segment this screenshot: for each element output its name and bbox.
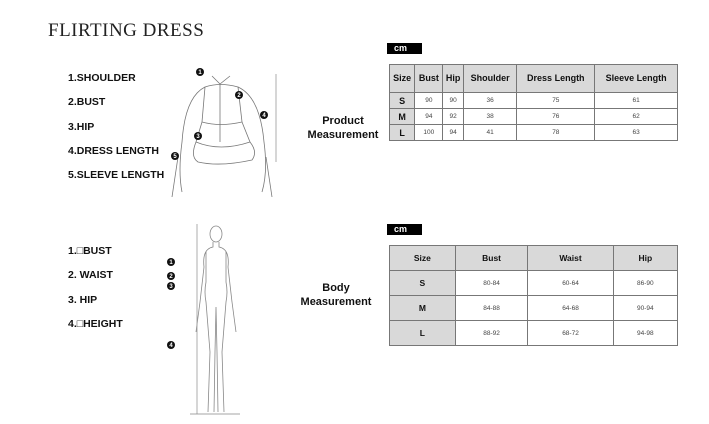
size-cell: M [389, 295, 456, 321]
cell: 78 [516, 124, 596, 141]
marker-3: 3 [196, 134, 200, 140]
list-item: 4.DRESS LENGTH [68, 144, 160, 157]
list-item: 2. WAIST [68, 269, 113, 282]
cell: 94 [414, 108, 444, 125]
col-header: Waist [527, 245, 614, 271]
list-item: 1.SHOULDER [68, 72, 136, 84]
cell: 94-98 [612, 320, 679, 346]
body-measurement-label: Body Measurement [291, 281, 381, 309]
cell: 90 [442, 92, 464, 109]
size-cell: S [389, 270, 456, 296]
cell: 63 [594, 124, 678, 141]
col-header: Shoulder [462, 64, 518, 93]
col-header: Bust [414, 64, 444, 93]
marker-2: 2 [169, 274, 173, 280]
col-header: Hip [442, 64, 464, 93]
list-item: 1.□BUST [68, 245, 112, 257]
list-item: 4.□HEIGHT [68, 317, 123, 330]
size-cell: S [388, 92, 416, 109]
col-header: Bust [454, 245, 529, 271]
cell: 84-88 [454, 295, 529, 321]
cell: 100 [414, 124, 444, 141]
list-item: 3. HIP [68, 293, 98, 306]
col-header: Size [389, 245, 456, 271]
marker-4: 4 [169, 343, 173, 349]
cell: 88-92 [454, 320, 529, 346]
unit-badge: cm [387, 43, 422, 54]
product-measure-list: 1.SHOULDER 2.BUST 3.HIP 4.DRESS LENGTH 5… [68, 66, 164, 187]
marker-3: 3 [169, 284, 173, 290]
dress-illustration: 1 2 3 4 5 [171, 68, 277, 198]
marker-4: 4 [262, 113, 266, 119]
size-cell: L [388, 124, 416, 141]
cell: 92 [442, 108, 464, 125]
cell: 36 [462, 92, 518, 109]
body-measure-list: 1.□BUST 2. WAIST 3. HIP 4.□HEIGHT [68, 239, 123, 336]
cell: 90-94 [612, 295, 679, 321]
label-line: Body [322, 282, 350, 294]
col-header: Size [388, 64, 416, 93]
size-cell: L [389, 320, 456, 346]
list-item: 5.SLEEVE LENGTH [68, 169, 165, 182]
col-header: Sleeve Length [594, 64, 678, 93]
product-measurement-label: Product Measurement [298, 114, 388, 142]
cell: 76 [516, 108, 596, 125]
col-header: Dress Length [516, 64, 596, 93]
cell: 41 [462, 124, 518, 141]
list-item: 2.BUST [68, 96, 106, 109]
table-header: Size Bust Hip Shoulder Dress Length Slee… [388, 64, 678, 93]
body-figure-illustration: 1 2 3 4 [167, 224, 240, 415]
cell: 90 [414, 92, 444, 109]
label-line: Measurement [307, 129, 379, 141]
unit-badge: cm [387, 224, 422, 235]
cell: 75 [516, 92, 596, 109]
col-header: Hip [612, 245, 679, 271]
size-cell: M [388, 108, 416, 125]
cell: 80-84 [454, 270, 529, 296]
table-header: Size Bust Waist Hip [389, 245, 679, 271]
cell: 62 [594, 108, 678, 125]
cell: 64-68 [527, 295, 614, 321]
product-size-table: Size Bust Hip Shoulder Dress Length Slee… [388, 64, 678, 141]
cell: 60-64 [527, 270, 614, 296]
page-title: FLIRTING DRESS [48, 20, 205, 41]
marker-1: 1 [198, 70, 202, 76]
cell: 38 [462, 108, 518, 125]
cell: 68-72 [527, 320, 614, 346]
marker-1: 1 [169, 260, 173, 266]
label-line: Measurement [300, 296, 372, 308]
cell: 86-90 [612, 270, 679, 296]
marker-2: 2 [237, 93, 241, 99]
label-line: Product [322, 115, 364, 127]
marker-5: 5 [173, 154, 177, 160]
list-item: 3.HIP [68, 120, 95, 133]
cell: 94 [442, 124, 464, 141]
cell: 61 [594, 92, 678, 109]
